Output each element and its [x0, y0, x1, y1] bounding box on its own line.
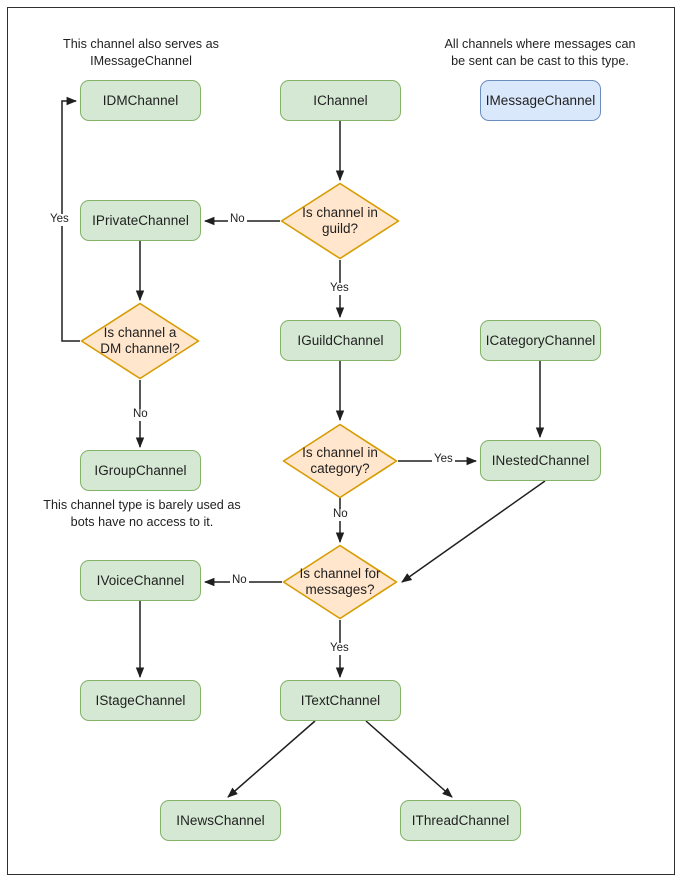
- decision-label: Is channel a DM channel?: [94, 325, 186, 357]
- decision-is-channel-in-guild[interactable]: Is channel in guild?: [280, 182, 400, 260]
- node-icategorychannel[interactable]: ICategoryChannel: [480, 320, 601, 361]
- node-imessagechannel[interactable]: IMessageChannel: [480, 80, 601, 121]
- node-inewschannel[interactable]: INewsChannel: [160, 800, 281, 841]
- node-ivoicechannel[interactable]: IVoiceChannel: [80, 560, 201, 601]
- node-ithreadchannel[interactable]: IThreadChannel: [400, 800, 521, 841]
- node-istagechannel[interactable]: IStageChannel: [80, 680, 201, 721]
- note-dm-channel: This channel also serves as IMessageChan…: [63, 37, 219, 68]
- edge-nested-to-messages: [401, 480, 546, 583]
- decision-line-2: messages?: [305, 582, 375, 597]
- edge-label-category-yes: Yes: [432, 453, 455, 466]
- decision-line-1: Is channel in: [302, 444, 378, 460]
- edge-text-to-news: [227, 720, 316, 798]
- edge-label-guild-yes: Yes: [328, 282, 351, 295]
- edge-label-dm-no: No: [131, 408, 150, 421]
- decision-line-1: Is channel for: [299, 565, 381, 581]
- node-itextchannel[interactable]: ITextChannel: [280, 680, 401, 721]
- node-idmchannel[interactable]: IDMChannel: [80, 80, 201, 121]
- edge-label-dm-yes: Yes: [48, 213, 71, 226]
- node-ichannel[interactable]: IChannel: [280, 80, 401, 121]
- note-message-channel: All channels where messages can be sent …: [444, 37, 636, 68]
- note-group-channel: This channel type is barely used as bots…: [43, 498, 241, 529]
- diamond-shape: [282, 423, 398, 499]
- decision-line-2: category?: [310, 461, 370, 476]
- node-iguildchannel[interactable]: IGuildChannel: [280, 320, 401, 361]
- decision-line-1: Is channel a: [103, 324, 177, 340]
- decision-is-channel-a-dm-channel[interactable]: Is channel a DM channel?: [80, 302, 200, 380]
- diamond-shape: [80, 302, 200, 380]
- edge-label-category-no: No: [331, 508, 350, 521]
- decision-label: Is channel in category?: [296, 445, 384, 477]
- diamond-shape: [280, 182, 400, 260]
- decision-line-2: DM channel?: [100, 341, 180, 356]
- edge-text-to-thread: [365, 720, 453, 798]
- edge-label-guild-no: No: [228, 213, 247, 226]
- decision-is-channel-in-category[interactable]: Is channel in category?: [282, 423, 398, 499]
- node-iprivatechannel[interactable]: IPrivateChannel: [80, 200, 201, 241]
- decision-label: Is channel in guild?: [296, 205, 384, 237]
- edge-label-messages-yes: Yes: [328, 642, 351, 655]
- diamond-shape: [282, 544, 398, 620]
- decision-label: Is channel for messages?: [293, 566, 386, 598]
- decision-is-channel-for-messages[interactable]: Is channel for messages?: [282, 544, 398, 620]
- node-inestedchannel[interactable]: INestedChannel: [480, 440, 601, 481]
- node-igroupchannel[interactable]: IGroupChannel: [80, 450, 201, 491]
- decision-line-2: guild?: [321, 221, 359, 236]
- edge-label-messages-no: No: [230, 574, 249, 587]
- decision-line-1: Is channel in: [302, 204, 378, 220]
